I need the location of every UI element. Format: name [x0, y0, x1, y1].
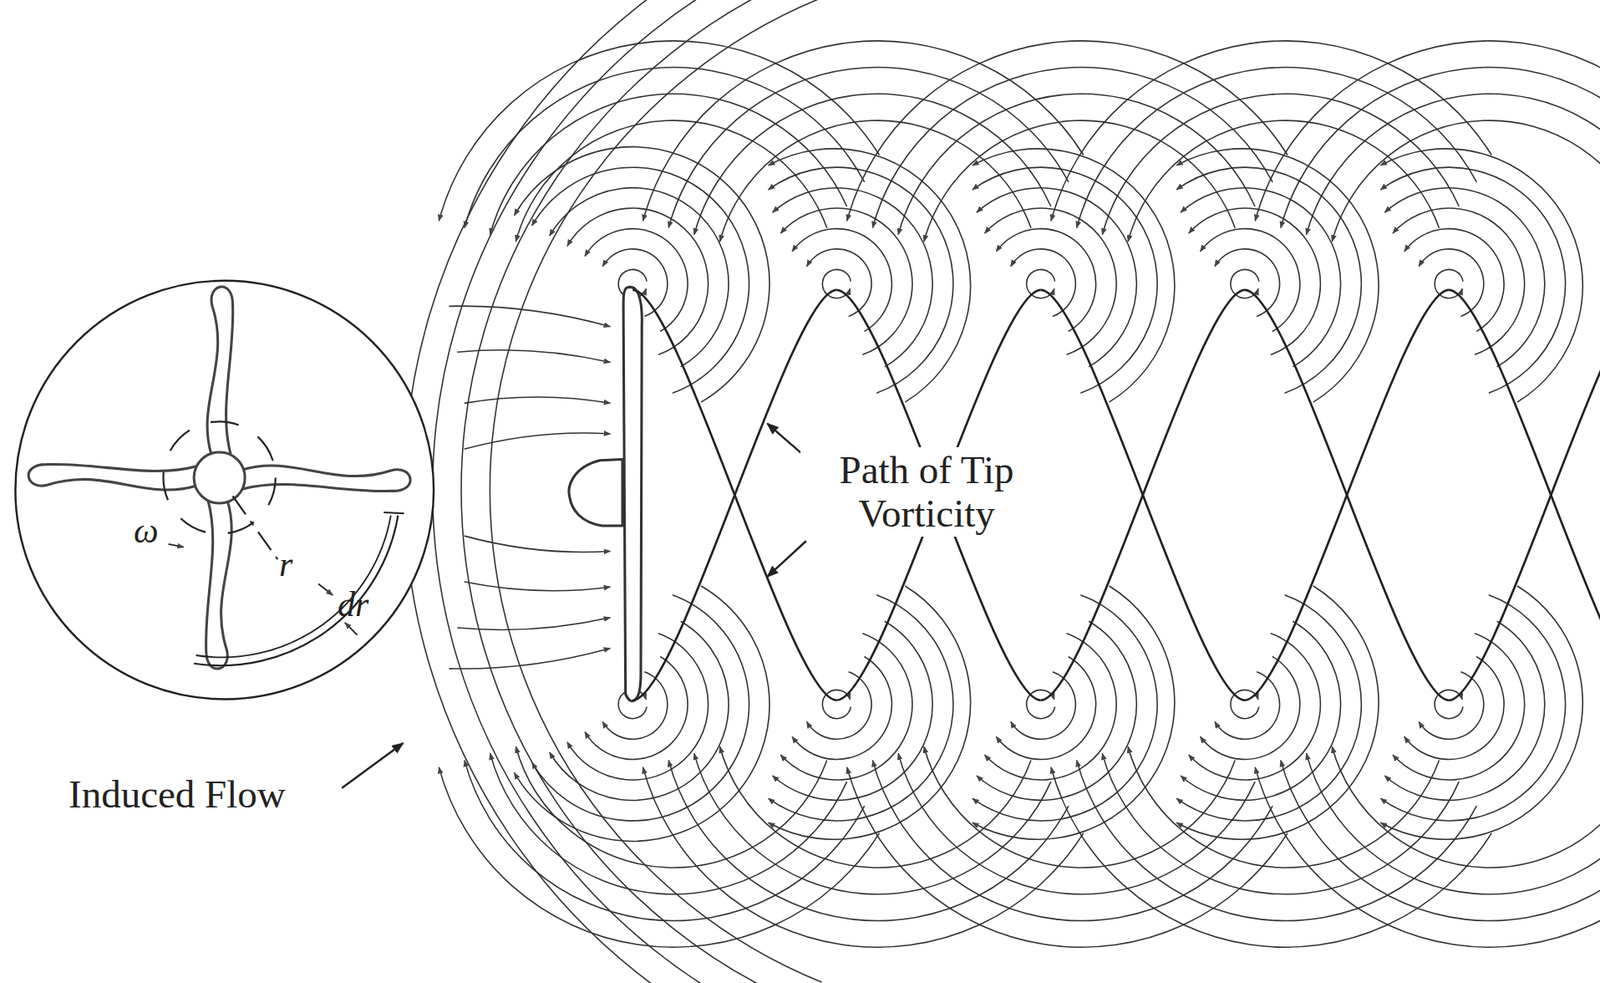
flow-line: [768, 594, 954, 821]
flow-line: [1200, 228, 1301, 332]
flow-line: [1380, 594, 1565, 821]
flow-line: [847, 40, 1288, 221]
flow-line: [1127, 120, 1439, 242]
induced-flow-label: Induced Flow: [68, 772, 286, 817]
flow-line: [995, 655, 1096, 759]
flow-line: [464, 432, 611, 449]
flow-line: [438, 766, 879, 947]
flow-line: [1306, 93, 1600, 234]
flow-line: [972, 167, 1158, 393]
flow-line: [464, 535, 611, 552]
flow-line: [1392, 208, 1525, 355]
flow-line: [792, 655, 892, 759]
flow-line: [995, 228, 1096, 332]
flow-line: [438, 40, 879, 221]
flow-line: [464, 396, 611, 403]
flow-line: [1102, 93, 1459, 234]
flow-line: [1306, 752, 1600, 894]
radius-symbol: r: [279, 544, 293, 584]
flow-line: [1331, 746, 1600, 868]
flow-line: [1200, 655, 1301, 759]
flow-line: [972, 148, 1175, 402]
radius-increment-symbol: dr: [337, 584, 369, 624]
flow-line: [1254, 40, 1600, 221]
flow-line: [720, 120, 1032, 242]
flow-line: [972, 585, 1175, 839]
flow-line: [720, 746, 1032, 868]
flow-line: [490, 752, 848, 894]
flow-line: [1280, 67, 1600, 229]
flow-line: [457, 350, 610, 363]
flow-line: [1051, 40, 1492, 221]
flow-line: [1404, 228, 1504, 332]
flow-line: [1176, 585, 1379, 839]
flow-line: [1280, 760, 1600, 921]
flow-line: [1254, 766, 1600, 947]
flow-line: [457, 617, 610, 630]
flow-line: [898, 93, 1255, 234]
flow-line: [972, 594, 1158, 821]
flow-line: [1188, 208, 1321, 355]
tip-vortex-path: [632, 289, 1600, 701]
flow-line: [768, 167, 954, 393]
flow-line: [1331, 120, 1600, 242]
flow-line: [772, 187, 933, 367]
flow-line: [448, 647, 610, 669]
flow-line: [924, 746, 1235, 868]
flow-line: [976, 187, 1137, 367]
side-view-propeller: [568, 286, 642, 701]
flow-line: [643, 40, 1084, 221]
flow-line: [1404, 655, 1504, 759]
flow-line: [768, 148, 971, 402]
flow-line: [1380, 148, 1583, 402]
flow-line: [847, 766, 1288, 947]
flow-line: [1384, 187, 1545, 367]
flow-line: [898, 752, 1255, 894]
flow-line: [768, 585, 971, 839]
flow-line: [643, 766, 1084, 947]
flow-line: [924, 120, 1235, 242]
flow-line: [694, 752, 1052, 894]
flow-line: [985, 208, 1118, 355]
flow-line: [404, 0, 790, 983]
flow-line: [1180, 187, 1341, 367]
flow-line: [461, 0, 812, 983]
flow-line: [1176, 148, 1379, 402]
flow-line: [464, 581, 611, 591]
flow-line: [515, 120, 827, 242]
flow-line: [1176, 167, 1362, 393]
flow-line: [1127, 746, 1439, 868]
flow-line: [780, 208, 913, 355]
flow-line: [448, 305, 610, 327]
flow-line: [1102, 752, 1459, 894]
angular-velocity-symbol: ω: [133, 511, 159, 550]
flow-line: [515, 746, 827, 868]
tip-vorticity-label: Path of Tip Vorticity: [800, 446, 1053, 537]
flow-line: [1051, 766, 1492, 947]
flow-line: [1380, 585, 1583, 839]
front-view: [15, 280, 434, 700]
flow-line: [1176, 594, 1362, 821]
flow-line: [694, 93, 1052, 234]
flow-line: [490, 93, 848, 234]
flow-line: [1380, 167, 1565, 393]
flow-line: [792, 228, 892, 332]
